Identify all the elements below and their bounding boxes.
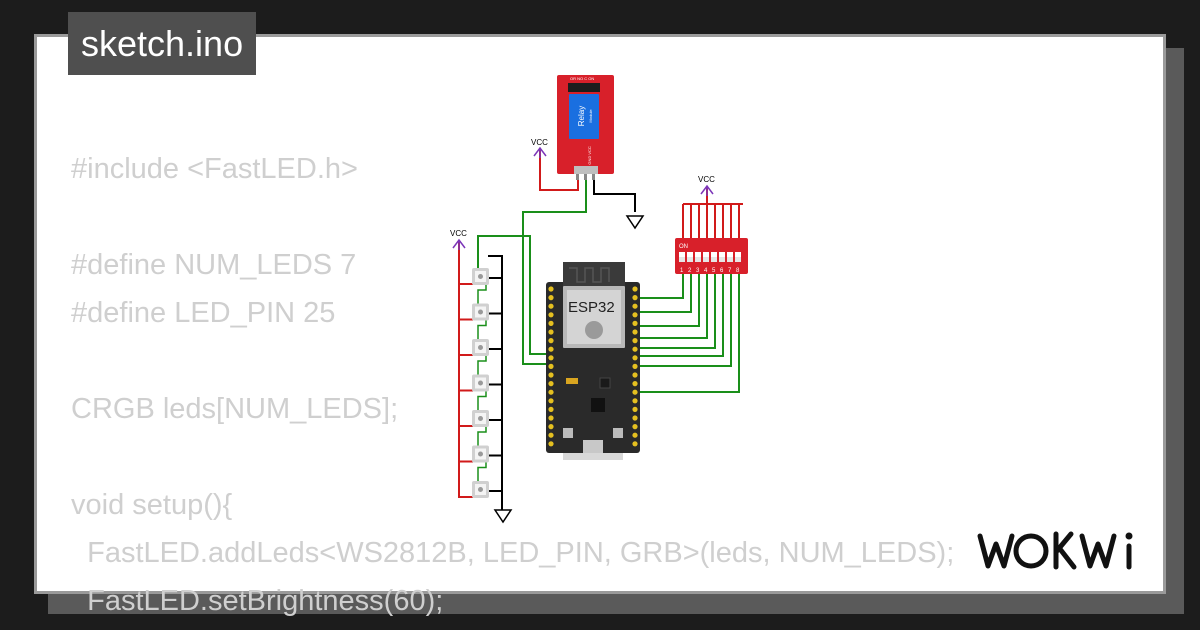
ws2812b-led[interactable] — [472, 268, 489, 285]
vcc-label: VCC — [531, 138, 548, 147]
data-wire — [477, 391, 487, 410]
sketch-filename: sketch.ino — [68, 12, 257, 75]
dip-number: 8 — [736, 268, 740, 274]
chip — [591, 398, 605, 412]
code-line: void setup(){ — [71, 489, 233, 521]
relay-label: Relay — [577, 106, 586, 126]
dip-on-label: ON — [679, 244, 688, 250]
data-wire — [477, 320, 487, 339]
vcc-leds: VCC — [450, 229, 467, 250]
dip-number: 1 — [680, 268, 684, 274]
code-preview: #include <FastLED.h> #define NUM_LEDS 7 … — [71, 145, 954, 625]
relay-pins-side: IN GND VCC — [587, 146, 592, 170]
code-line: CRGB leds[NUM_LEDS]; — [71, 393, 399, 425]
esp32-label: ESP32 — [568, 299, 615, 316]
code-line: #include <FastLED.h> — [71, 153, 358, 185]
code-line: FastLED.setBrightness(60); — [71, 585, 444, 617]
ground-symbol — [625, 215, 645, 230]
relay-sublabel: Module — [588, 109, 593, 123]
boot-button[interactable] — [613, 428, 623, 438]
vcc-label: VCC — [698, 175, 715, 184]
wokwi-logo — [977, 531, 1133, 570]
ws2812b-led[interactable] — [472, 339, 489, 356]
dip-number: 2 — [688, 268, 692, 274]
data-wire — [477, 427, 487, 446]
esp32-board[interactable]: ESP32 — [546, 262, 640, 460]
led-strip — [472, 268, 489, 498]
dip-number: 6 — [720, 268, 724, 274]
relay-module[interactable]: OR NO C ON Relay Module IN GND VCC — [557, 75, 614, 180]
data-wire — [477, 462, 487, 481]
wires — [458, 148, 743, 510]
ground-symbol — [493, 509, 513, 524]
ws2812b-led[interactable] — [472, 410, 489, 427]
ws2812b-led[interactable] — [472, 374, 489, 392]
dip-number: 3 — [696, 268, 700, 274]
dip-number: 4 — [704, 268, 708, 274]
data-wire — [477, 285, 487, 304]
vcc-relay: VCC — [531, 138, 548, 158]
ws2812b-led[interactable] — [472, 445, 489, 463]
vcc-dip: VCC — [698, 175, 715, 196]
dip-number: 5 — [712, 268, 716, 274]
ws2812b-led[interactable] — [472, 303, 489, 321]
reset-button[interactable] — [563, 428, 573, 438]
esp32-pins — [548, 286, 638, 447]
led-wires — [459, 277, 502, 498]
ws2812b-led[interactable] — [472, 481, 489, 498]
dip-toggles — [679, 252, 741, 262]
vcc-label: VCC — [450, 229, 467, 238]
relay-pins-top: OR NO C ON — [570, 76, 594, 81]
code-line: #define NUM_LEDS 7 — [71, 249, 357, 281]
espressif-logo-icon — [585, 321, 603, 339]
code-line: #define LED_PIN 25 — [71, 297, 336, 329]
code-line: FastLED.addLeds<WS2812B, LED_PIN, GRB>(l… — [71, 537, 955, 569]
dip-number: 7 — [728, 268, 732, 274]
usb-port — [583, 440, 603, 454]
data-wire — [477, 356, 487, 375]
